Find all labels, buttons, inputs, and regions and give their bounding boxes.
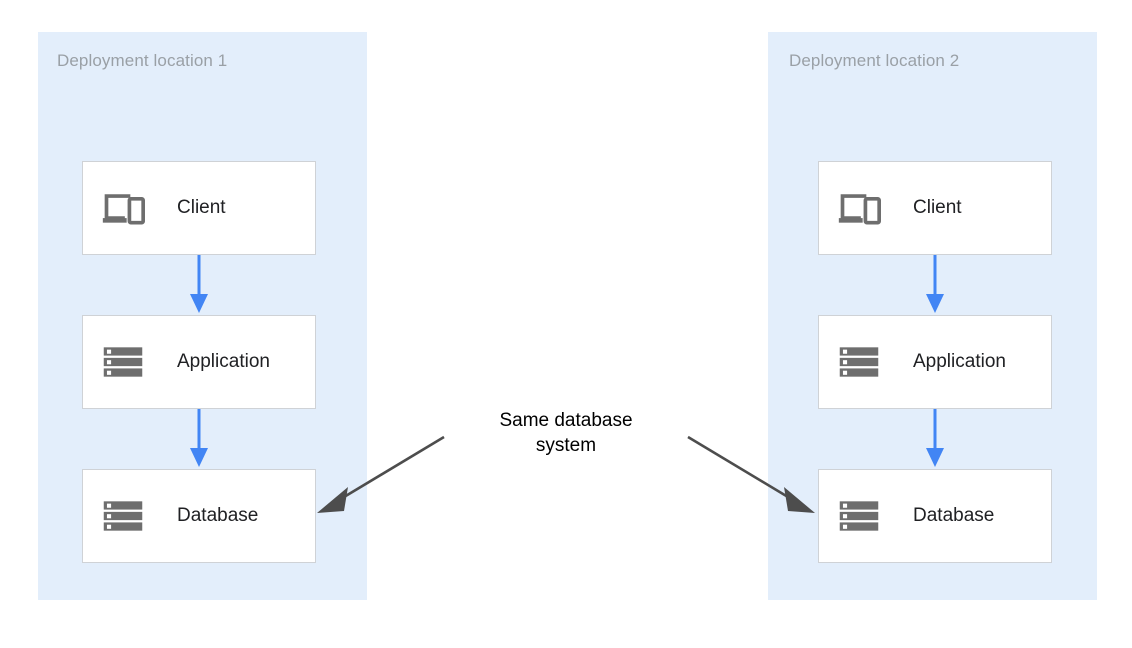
- server-icon: [839, 347, 879, 377]
- devices-icon: [102, 194, 145, 225]
- annotation-same-database-system: Same database system: [499, 410, 633, 456]
- node-label-application-2: Application: [913, 351, 1006, 372]
- server-icon: [103, 501, 143, 531]
- node-label-client-2: Client: [913, 197, 962, 218]
- node-database-1[interactable]: Database: [82, 469, 316, 563]
- zone-label-deployment-location-1: Deployment location 1: [57, 51, 228, 70]
- server-icon: [839, 501, 879, 531]
- devices-icon: [838, 194, 881, 225]
- node-application-1[interactable]: Application: [82, 315, 316, 409]
- node-label-application-1: Application: [177, 351, 270, 372]
- node-database-2[interactable]: Database: [818, 469, 1052, 563]
- server-icon: [103, 347, 143, 377]
- node-label-client-1: Client: [177, 197, 226, 218]
- node-label-database-2: Database: [913, 505, 995, 526]
- zone-label-deployment-location-2: Deployment location 2: [789, 51, 960, 70]
- node-application-2[interactable]: Application: [818, 315, 1052, 409]
- node-client-1[interactable]: Client: [82, 161, 316, 255]
- node-client-2[interactable]: Client: [818, 161, 1052, 255]
- node-label-database-1: Database: [177, 505, 259, 526]
